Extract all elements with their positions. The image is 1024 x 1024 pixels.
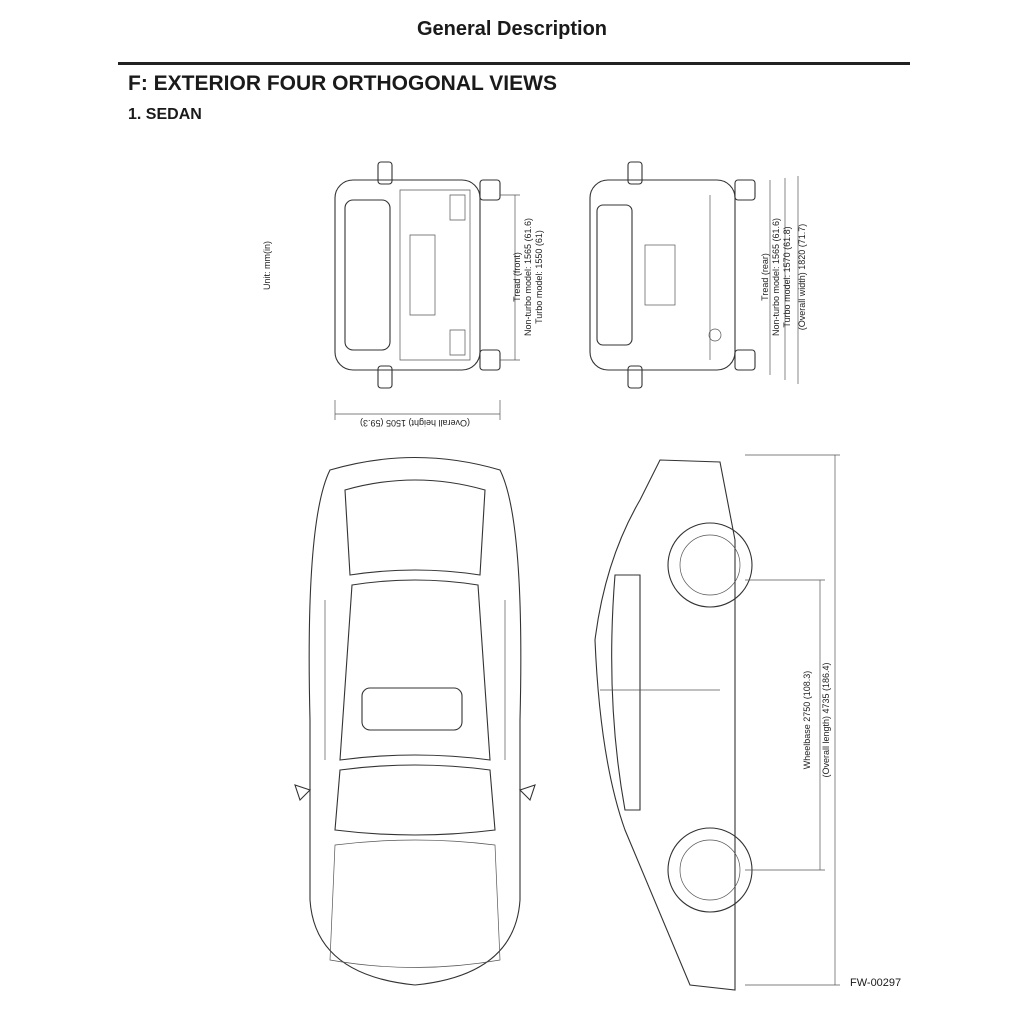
side-view	[594, 454, 840, 991]
top-view	[294, 456, 536, 986]
header-rule	[118, 62, 910, 65]
front-tread-nonturbo: Non-turbo model: 1565 (61.6)	[523, 218, 533, 336]
rear-tread-turbo: Turbo model: 1570 (61.8)	[782, 226, 792, 327]
overall-width-label: (Overall width) 1820 (71.7)	[797, 224, 807, 331]
wheelbase-label: Wheelbase 2750 (108.3)	[802, 671, 812, 770]
figure-code: FW-00297	[850, 977, 902, 989]
section-title: F: EXTERIOR FOUR ORTHOGONAL VIEWS	[128, 72, 557, 95]
rear-tread-label: Tread (rear)	[760, 253, 770, 301]
rear-view	[589, 161, 799, 389]
overall-height-label: (Overall height) 1505 (59.3)	[360, 418, 470, 428]
page-header: General Description	[416, 18, 608, 40]
front-tread-turbo: Turbo model: 1550 (61)	[534, 230, 544, 324]
overall-length-label: (Overall length) 4735 (186.4)	[821, 662, 831, 777]
front-view	[334, 161, 520, 420]
subsection-title: 1. SEDAN	[128, 106, 202, 123]
unit-label: Unit: mm(in)	[262, 241, 272, 290]
front-tread-label: Tread (front)	[512, 252, 522, 302]
rear-tread-nonturbo: Non-turbo model: 1565 (61.6)	[771, 218, 781, 336]
